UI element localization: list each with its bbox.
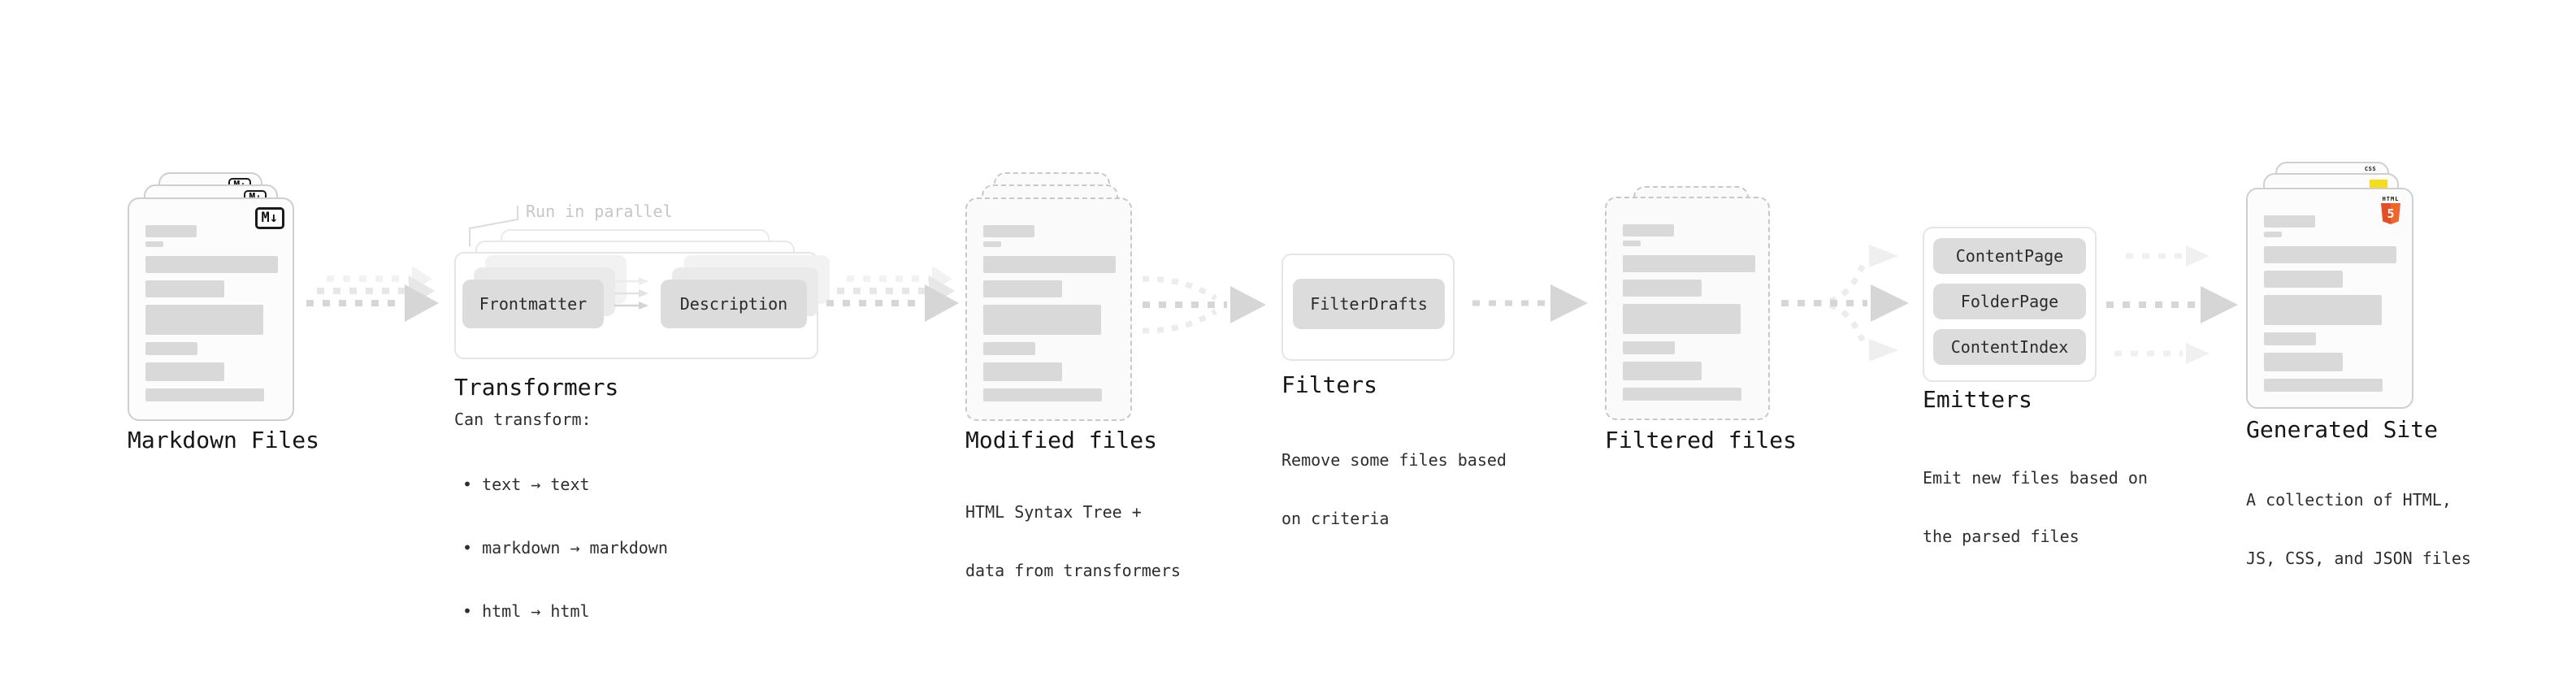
list-item: • html → html [462, 601, 590, 621]
list-item: • text → text [462, 475, 590, 494]
transformers-capabilities-list: • text → text • markdown → markdown • ht… [454, 432, 668, 664]
emitter-contentpage: ContentPage [1933, 238, 2086, 274]
arrows-emitters-to-generated [2106, 245, 2238, 364]
document-placeholder-lines [145, 225, 278, 401]
arrow-transformers-to-modified [826, 266, 959, 322]
markdown-icon: M↓ [254, 207, 284, 229]
arrow-modified-to-filters-fan-in [1142, 275, 1266, 334]
list-item: • markdown → markdown [462, 538, 668, 557]
arrow-filters-to-filtered [1472, 284, 1588, 322]
arrow-filtered-to-emitters-fan-out [1781, 245, 1909, 362]
stage-title-generated-site: Generated Site [2246, 416, 2439, 443]
filters-description: Remove some files based on criteria [1281, 450, 1507, 528]
filter-filterdrafts: FilterDrafts [1293, 279, 1445, 329]
stage-title-emitters: Emitters [1923, 386, 2032, 413]
arrow-markdown-to-transformers [306, 266, 439, 322]
markdown-file-card: M↓ [128, 197, 294, 421]
stage-title-filters: Filters [1281, 371, 1378, 398]
modified-files-description: HTML Syntax Tree + data from transformer… [965, 502, 1181, 580]
stage-title-modified-files: Modified files [965, 427, 1158, 453]
generated-html-file-card: HTML 5 [2246, 188, 2413, 409]
stage-title-markdown-files: Markdown Files [128, 427, 320, 453]
document-placeholder-lines [2264, 215, 2396, 392]
emitter-contentindex: ContentIndex [1933, 329, 2086, 365]
transformers-description: Can transform: [454, 410, 592, 429]
stage-title-filtered-files: Filtered files [1605, 427, 1798, 453]
document-placeholder-lines [1623, 224, 1755, 401]
emitter-folderpage: FolderPage [1933, 284, 2086, 319]
modified-file-card [965, 197, 1132, 421]
transformer-description: Description [661, 280, 807, 328]
stage-title-transformers: Transformers [454, 374, 619, 401]
emitters-description: Emit new files based on the parsed files [1923, 468, 2148, 546]
filtered-file-card [1605, 197, 1770, 420]
html5-icon: HTML 5 [2379, 196, 2402, 224]
run-in-parallel-label: Run in parallel [526, 202, 673, 221]
document-placeholder-lines [983, 225, 1116, 401]
generated-site-description: A collection of HTML, JS, CSS, and JSON … [2246, 490, 2471, 568]
transformer-frontmatter: Frontmatter [462, 280, 604, 328]
